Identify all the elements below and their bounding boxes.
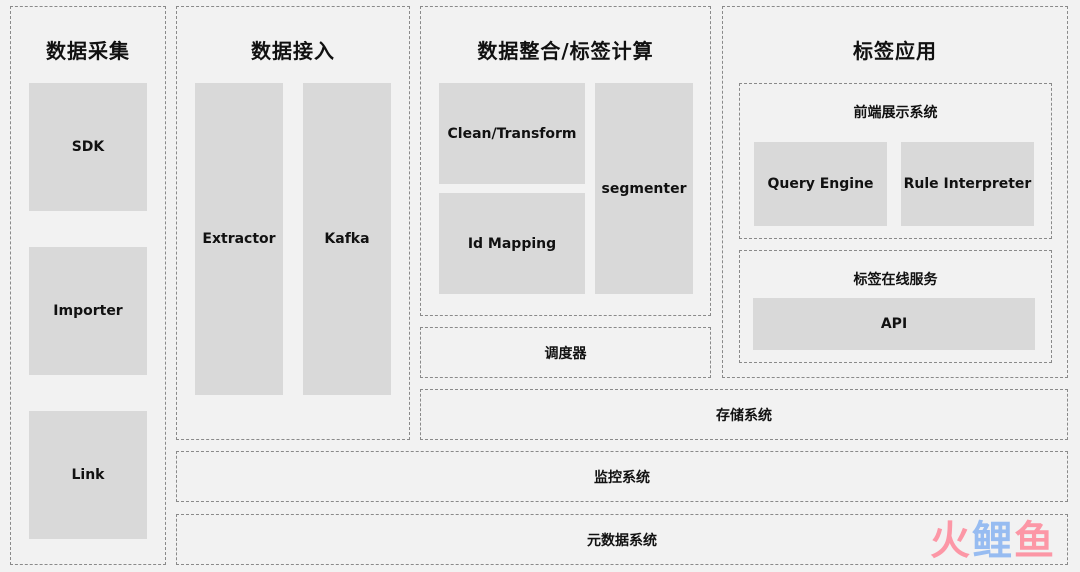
- tag-application-panel: 标签应用 前端展示系统 Query Engine Rule Interprete…: [722, 6, 1068, 378]
- data-integration-title: 数据整合/标签计算: [477, 39, 654, 63]
- query-engine-box: Query Engine: [754, 142, 887, 226]
- storage-bar: 存储系统: [420, 389, 1068, 440]
- link-box: Link: [29, 411, 147, 539]
- online-service-title: 标签在线服务: [853, 272, 938, 288]
- sdk-box: SDK: [29, 83, 147, 211]
- importer-box: Importer: [29, 247, 147, 375]
- api-box: API: [753, 298, 1035, 350]
- data-ingestion-panel: 数据接入 Extractor Kafka: [176, 6, 410, 440]
- segmenter-box: segmenter: [595, 83, 693, 294]
- data-collection-title: 数据采集: [46, 39, 130, 63]
- data-collection-panel: 数据采集 SDK Importer Link: [10, 6, 166, 565]
- frontend-display-panel: 前端展示系统 Query Engine Rule Interpreter: [739, 83, 1052, 239]
- extractor-box: Extractor: [195, 83, 283, 395]
- monitoring-bar: 监控系统: [176, 451, 1068, 502]
- watermark-logo: 火鲤鱼: [930, 518, 1056, 564]
- clean-transform-box: Clean/Transform: [439, 83, 585, 184]
- scheduler-bar: 调度器: [420, 327, 711, 378]
- frontend-display-title: 前端展示系统: [853, 105, 938, 121]
- kafka-box: Kafka: [303, 83, 391, 395]
- rule-interpreter-box: Rule Interpreter: [901, 142, 1034, 226]
- metadata-bar: 元数据系统: [176, 514, 1068, 565]
- online-service-panel: 标签在线服务 API: [739, 250, 1052, 363]
- data-integration-panel: 数据整合/标签计算 Clean/Transform Id Mapping seg…: [420, 6, 711, 316]
- data-ingestion-title: 数据接入: [251, 39, 335, 63]
- tag-application-title: 标签应用: [853, 39, 937, 63]
- id-mapping-box: Id Mapping: [439, 193, 585, 294]
